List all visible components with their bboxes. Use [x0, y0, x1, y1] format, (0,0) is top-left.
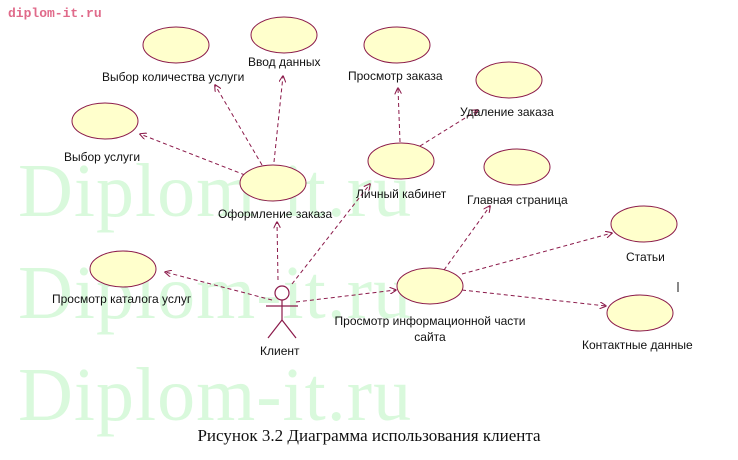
actor-figure: [266, 285, 298, 339]
connector-actor-cabinet: [291, 184, 370, 285]
use-case-delete-order-ellipse: [475, 61, 543, 99]
watermark-big-3: Diplom-it.ru: [18, 353, 413, 437]
connector-checkout-enter-data: [273, 76, 283, 163]
use-case-info-ellipse: [396, 267, 464, 305]
use-case-catalog-ellipse: [89, 250, 157, 288]
label-enter-data: Ввод данных: [248, 55, 321, 69]
label-view-order: Просмотр заказа: [348, 69, 443, 83]
connector-actor-checkout: [277, 222, 278, 281]
label-info: Просмотр информационной части сайта: [330, 313, 530, 345]
label-catalog: Просмотр каталога услуг: [52, 292, 192, 306]
label-checkout: Оформление заказа: [218, 207, 333, 221]
label-main-page: Главная страница: [467, 193, 568, 207]
use-case-enter-data-ellipse: [250, 16, 318, 54]
connector-info-main-page: [443, 206, 490, 271]
label-info-line1: Просмотр информационной части: [334, 314, 526, 328]
connector-checkout-select-quantity: [215, 85, 263, 166]
label-info-line2: сайта: [414, 330, 446, 344]
watermark-big-2: Diplom-it.ru: [18, 251, 413, 335]
use-case-checkout-ellipse: [239, 164, 307, 202]
figure-caption: Рисунок 3.2 Диаграмма использования клие…: [197, 426, 541, 445]
use-case-view-order-ellipse: [363, 26, 431, 64]
use-case-select-service-ellipse: [71, 102, 139, 140]
connector-actor-info: [295, 290, 396, 303]
label-select-quantity: Выбор количества услуги: [102, 70, 245, 84]
label-cabinet: Личный кабинет: [356, 187, 447, 201]
use-case-articles-ellipse: [610, 205, 678, 243]
watermark-big-1: Diplom-it.ru: [18, 149, 413, 233]
label-delete-order: Удаление заказа: [460, 105, 554, 119]
connector-info-contacts: [461, 289, 606, 306]
label-select-service: Выбор услуги: [64, 150, 141, 164]
label-articles: Статьи: [626, 250, 665, 264]
connector-actor-catalog: [165, 272, 273, 301]
use-case-select-quantity-ellipse: [142, 26, 210, 64]
connector-cabinet-delete-order: [419, 110, 478, 147]
connector-info-articles: [461, 233, 612, 275]
watermark-top: diplom-it.ru: [8, 6, 102, 21]
label-contacts: Контактные данные: [582, 338, 693, 352]
use-case-cabinet-ellipse: [367, 142, 435, 180]
connector-checkout-select-service: [140, 134, 246, 176]
connector-cabinet-view-order: [398, 88, 400, 143]
label-actor: Клиент: [260, 344, 300, 358]
use-case-main-page-ellipse: [483, 148, 551, 186]
use-case-contacts-ellipse: [606, 294, 674, 332]
